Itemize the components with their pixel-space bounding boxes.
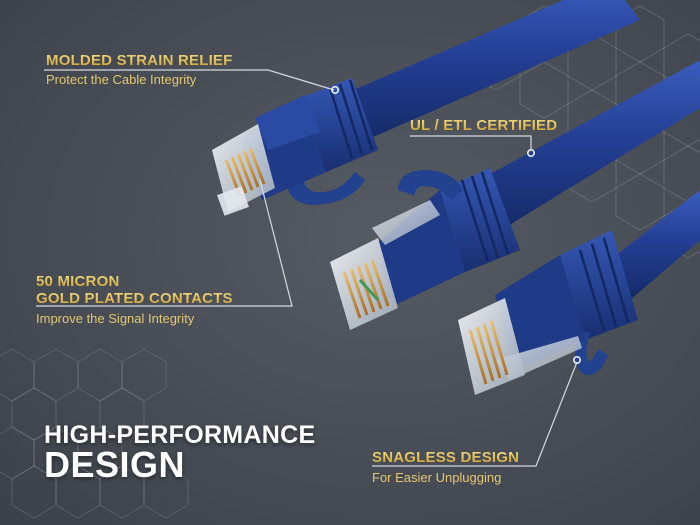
callout-subtitle: Protect the Cable Integrity — [46, 72, 197, 87]
callout-ul-etl: UL / ETL CERTIFIED — [410, 117, 557, 134]
leader-lines — [36, 69, 578, 467]
headline: HIGH-PERFORMANCE DESIGN — [44, 423, 315, 483]
callout-gold-contacts: 50 MICRON GOLD PLATED CONTACTS Improve t… — [36, 273, 233, 327]
circle-marker-icon — [572, 355, 581, 364]
callout-title: SNAGLESS DESIGN — [372, 449, 520, 466]
headline-line2: DESIGN — [44, 444, 186, 485]
callout-strain-relief: MOLDED STRAIN RELIEF Protect the Cable I… — [46, 52, 233, 88]
cable-bottom — [458, 190, 700, 395]
circle-marker-icon — [526, 149, 535, 158]
callout-subtitle: Improve the Signal Integrity — [36, 311, 195, 326]
cable-top — [212, 0, 640, 216]
circle-marker-icon — [330, 86, 339, 95]
callout-title: MOLDED STRAIN RELIEF — [46, 52, 233, 69]
callout-subtitle: For Easier Unplugging — [372, 470, 502, 485]
callout-snagless: SNAGLESS DESIGN For Easier Unplugging — [372, 449, 519, 486]
callout-title-line2: GOLD PLATED CONTACTS — [36, 290, 233, 307]
cable-middle — [330, 60, 700, 330]
callout-title: UL / ETL CERTIFIED — [410, 117, 558, 134]
callout-title-line1: 50 MICRON — [36, 273, 233, 290]
headline-line1: HIGH-PERFORMANCE — [44, 421, 316, 449]
